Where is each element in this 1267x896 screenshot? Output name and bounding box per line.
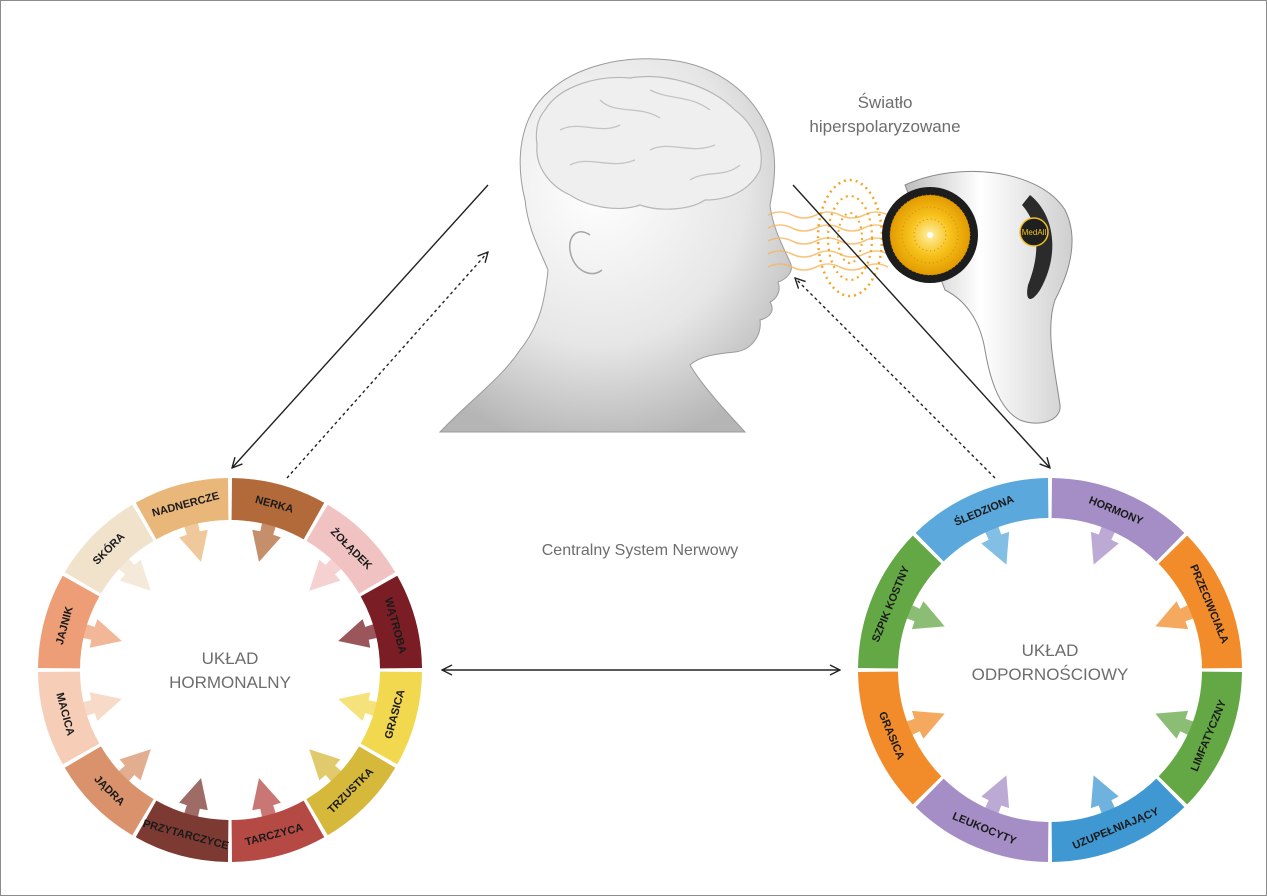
immune-segment: GRASICA <box>858 671 945 805</box>
hormonal-segment-band <box>231 478 325 540</box>
light-waves <box>767 178 889 298</box>
immune-title-line1: UKŁAD <box>1022 641 1079 660</box>
hormonal-segment-band <box>64 504 154 594</box>
arrow-immune-to-brain <box>795 278 996 479</box>
immune-segment-band <box>858 535 942 669</box>
light-device: MedAll <box>882 170 1073 424</box>
immune-segment: PRZECIWCIAŁA <box>1155 535 1242 669</box>
immune-segment-band <box>858 671 942 805</box>
hormonal-segment-arrow <box>309 557 343 591</box>
immune-segment: UZUPEŁNIAJĄCY <box>1051 775 1185 862</box>
immune-segment-band <box>915 478 1049 562</box>
hormonal-ring: NERKAŻOŁĄDEKWĄTROBAGRASICATRZUSTKATARCZY… <box>38 478 422 862</box>
hormonal-segment: PRZYTARCZYCE <box>135 778 230 862</box>
hormonal-segment-arrow <box>338 619 379 648</box>
immune-segment: ŚLEDZIONA <box>915 478 1049 565</box>
hormonal-segment: SKÓRA <box>64 504 154 594</box>
immune-segment-arrow <box>1155 601 1195 630</box>
immune-segment: LEUKOCYTY <box>915 775 1049 862</box>
hormonal-segment-band <box>360 575 422 669</box>
immune-title-line2: ODPORNOŚCIOWY <box>972 665 1129 684</box>
hormonal-segment-band <box>38 671 100 765</box>
hormonal-segment-band <box>135 478 229 540</box>
hormonal-segment: TRZUSTKA <box>306 746 396 836</box>
hormonal-segment-arrow <box>117 749 151 783</box>
hormonal-segment-arrow <box>179 521 208 562</box>
immune-segment-arrow <box>1090 775 1119 815</box>
hormonal-segment-arrow <box>81 692 122 721</box>
hormonal-segment-band <box>135 800 229 862</box>
hormonal-segment: NERKA <box>231 478 325 562</box>
hormonal-segment-arrow <box>117 557 151 591</box>
connection-arrows <box>232 184 1050 670</box>
hormonal-segment: ŻOŁĄDEK <box>306 504 396 594</box>
immune-segment-band <box>1051 778 1185 862</box>
device-logo-icon <box>1019 217 1049 247</box>
hormonal-segment: WĄTROBA <box>338 575 422 669</box>
immune-segment-arrow <box>1090 525 1119 565</box>
hormonal-segment-band <box>38 575 100 669</box>
hormonal-segment-arrow <box>252 521 281 562</box>
brain-icon <box>535 75 762 210</box>
hormonal-title-line2: HORMONALNY <box>169 673 291 692</box>
immune-segment: HORMONY <box>1051 478 1185 565</box>
immune-segment-arrow <box>905 710 945 739</box>
hormonal-segment-band <box>306 504 396 594</box>
hormonal-segment-arrow <box>252 778 281 819</box>
hormonal-segment-arrow <box>309 749 343 783</box>
immune-segment-arrow <box>1155 710 1195 739</box>
light-label-line2: hiperspolaryzowane <box>809 117 960 136</box>
hormonal-segment: NADNERCZE <box>135 478 229 562</box>
arrow-brain-to-immune <box>792 184 1050 468</box>
head-illustration <box>438 58 792 433</box>
immune-segment-arrow <box>905 601 945 630</box>
device-brand: MedAll <box>1022 228 1047 237</box>
cns-label: Centralny System Nerwowy <box>542 542 739 559</box>
light-label-line1: Światło <box>858 93 913 112</box>
hormonal-title-line1: UKŁAD <box>202 649 259 668</box>
hormonal-segment-arrow <box>338 692 379 721</box>
hormonal-segment-band <box>64 746 154 836</box>
hormonal-segment: GRASICA <box>338 671 422 765</box>
hormonal-segment: JAJNIK <box>38 575 122 669</box>
hormonal-segment: JĄDRA <box>64 746 154 836</box>
immune-segment-arrow <box>981 525 1010 565</box>
immune-segment-arrow <box>981 775 1010 815</box>
immune-segment-band <box>915 778 1049 862</box>
hormonal-segment-band <box>231 800 325 862</box>
hormonal-segment-band <box>360 671 422 765</box>
immune-segment-band <box>1158 535 1242 669</box>
immune-segment-band <box>1051 478 1185 562</box>
immune-ring: HORMONYPRZECIWCIAŁALIMFATYCZNYUZUPEŁNIAJ… <box>858 478 1242 862</box>
hormonal-segment-arrow <box>179 778 208 819</box>
hormonal-segment-band <box>306 746 396 836</box>
hormonal-segment-arrow <box>81 619 122 648</box>
hormonal-segment: MACICA <box>38 671 122 765</box>
immune-segment-band <box>1158 671 1242 805</box>
arrow-brain-to-hormonal <box>232 184 489 468</box>
arrow-hormonal-to-brain <box>286 252 488 479</box>
immune-segment: LIMFATYCZNY <box>1155 671 1242 805</box>
hormonal-segment: TARCZYCA <box>231 778 325 862</box>
immune-segment: SZPIK KOSTNY <box>858 535 945 669</box>
